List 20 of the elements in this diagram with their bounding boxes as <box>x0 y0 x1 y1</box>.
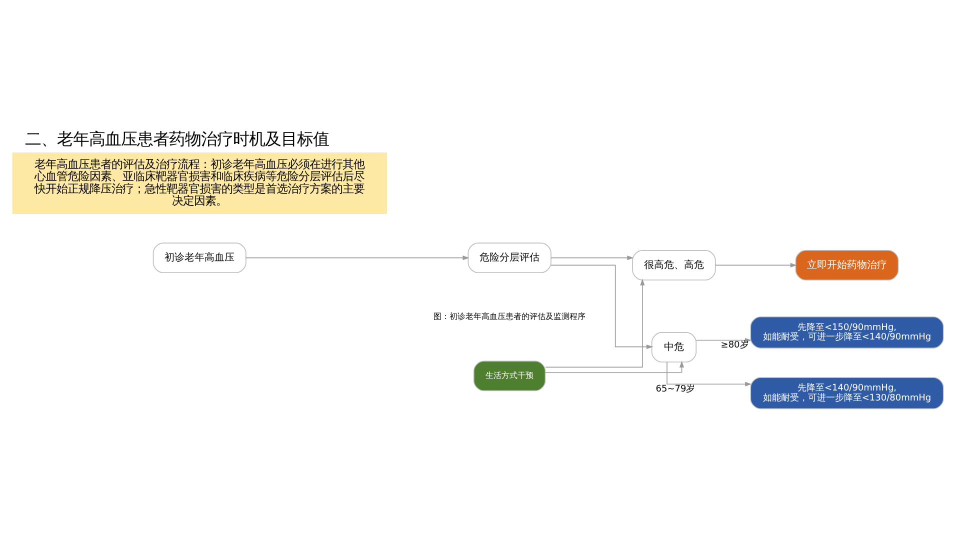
edge-label: ≥80岁 <box>720 340 749 350</box>
arrow <box>715 262 797 268</box>
label: 老年高血压患者的评估及治疗流程：初诊老年高血压必须在进行其他心血管危险因素、亚临床靶器官损害和临床疾病等危险分层评估后尽快开始正规降压治疗；急性靶器官损害的类型是首选治疗方案的主要决定因素。 <box>34 156 365 208</box>
node-box: 初诊老年高血压 <box>152 242 246 274</box>
arrow <box>666 362 752 386</box>
node-box: 中危 <box>651 332 697 362</box>
node-box: 生活方式干预 <box>473 360 546 392</box>
node-box: 先降至<150/90mmHg, 如能耐受，可进一步降至<140/90mmHg <box>750 316 944 348</box>
node-box: 先降至<140/90mmHg, 如能耐受，可进一步降至<130/80mmHg <box>750 377 944 410</box>
arrow <box>544 360 684 373</box>
arrow <box>545 278 645 368</box>
arrow <box>550 264 654 350</box>
arrow <box>246 256 470 260</box>
node-box: 立即开始药物治疗 <box>795 250 899 280</box>
diagram-title: 二、老年高血压患者药物治疗时机及目标值 <box>25 130 330 149</box>
edge-label: 65~79岁 <box>656 384 696 394</box>
arrow <box>550 256 634 260</box>
node-box: 很高危、高危 <box>632 250 716 280</box>
caption: 图：初诊老年高血压患者的评估及监测程序 <box>434 310 586 321</box>
node-box: 危险分层评估 <box>468 242 552 274</box>
